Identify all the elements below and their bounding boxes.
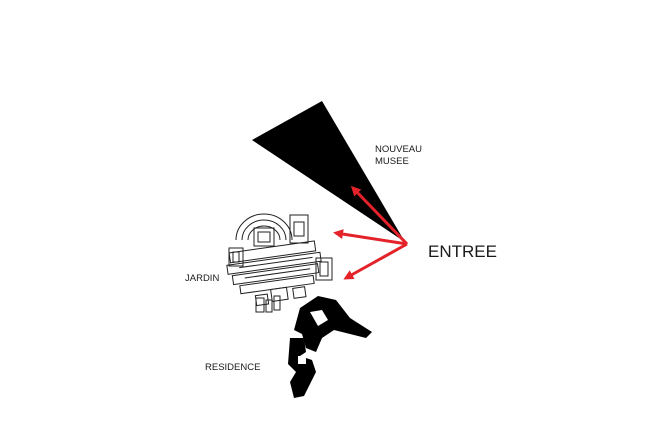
museum-label-line1: NOUVEAU: [375, 144, 422, 155]
residence-label: RESIDENCE: [205, 362, 260, 373]
entrance-arrows: [333, 185, 409, 280]
arrow-to-museum: [350, 185, 409, 246]
garden-label: JARDIN: [185, 273, 219, 284]
entrance-label: ENTREE: [428, 242, 497, 261]
arrow-to-residence: [343, 242, 408, 280]
museum-label-line2: MUSEE: [375, 156, 409, 167]
museum-wedge: [252, 101, 405, 242]
residence-footprint: [288, 296, 372, 398]
garden-plan: [226, 213, 333, 313]
arrow-to-garden: [333, 229, 408, 246]
